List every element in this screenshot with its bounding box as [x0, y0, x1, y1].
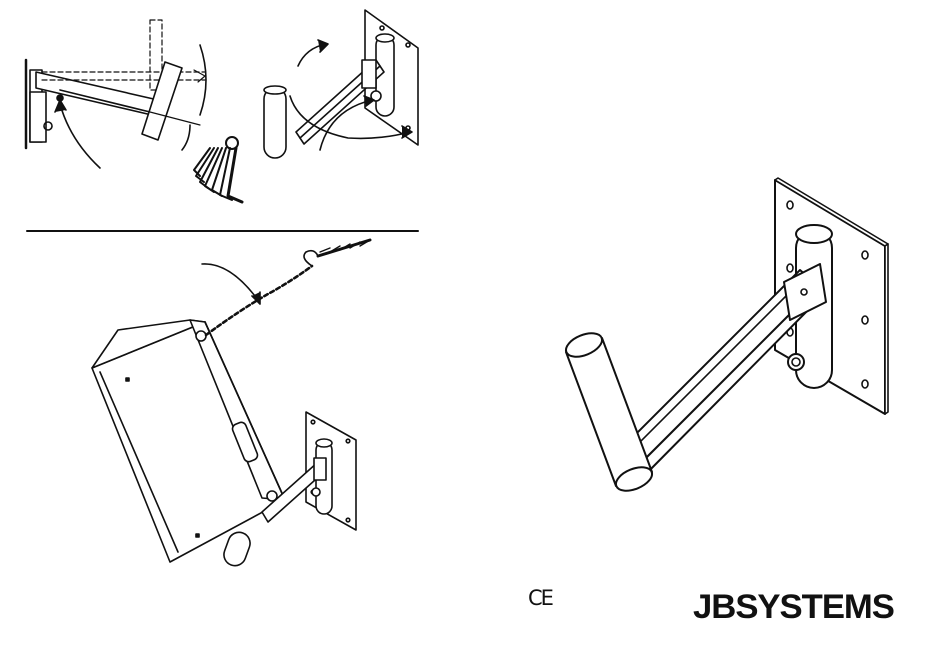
- hex-key-set-icon: [194, 137, 242, 202]
- safety-cable-icon: [202, 240, 370, 335]
- wall-bracket-icon: [563, 178, 888, 495]
- ce-certification-mark: CE: [528, 586, 552, 610]
- speaker-mounted-illustration: [92, 240, 370, 569]
- jbsystems-logo: JBSYSTEMS: [693, 588, 894, 627]
- adjust-arm-illustration: [26, 20, 242, 202]
- wall-bracket-product-illustration: [563, 178, 888, 495]
- rotate-arm-illustration: [264, 10, 418, 158]
